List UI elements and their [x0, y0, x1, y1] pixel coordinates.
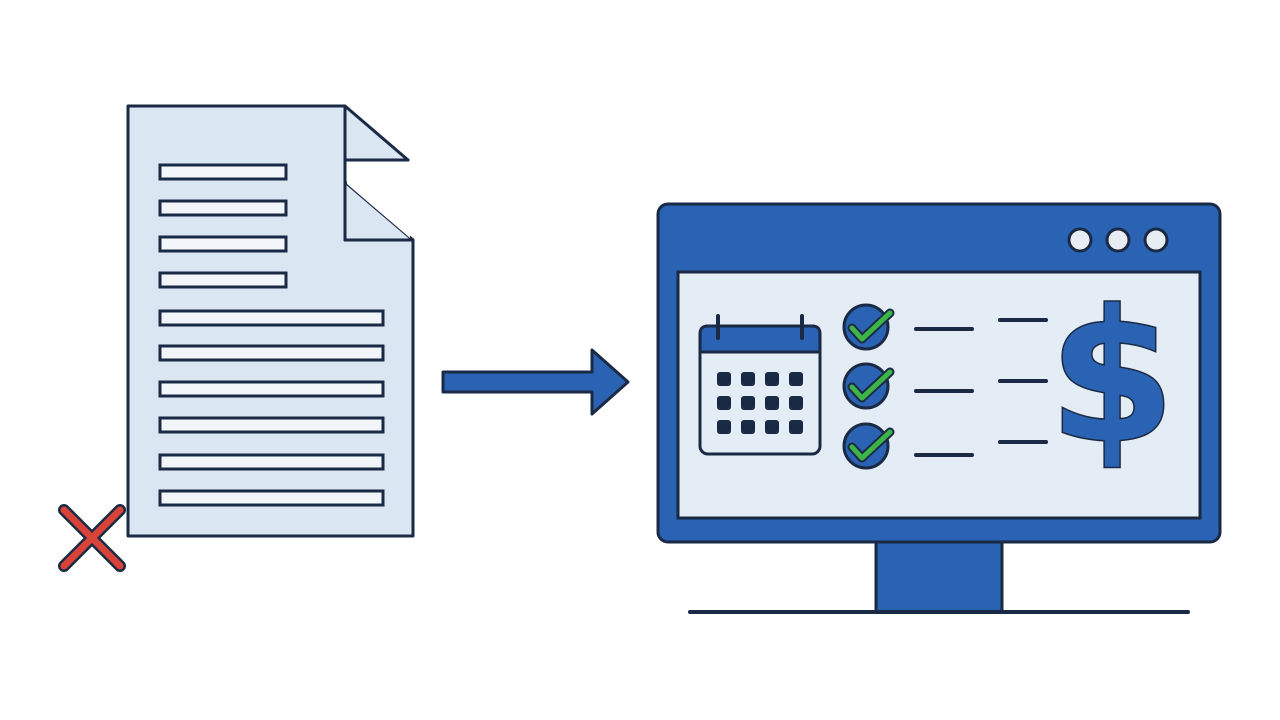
window-button[interactable]: [1067, 227, 1093, 253]
checkmark-icon: [842, 362, 895, 410]
dollar-icon: $: [1047, 270, 1177, 485]
calendar-day-cell: [789, 420, 803, 434]
document-tear-gap: [347, 162, 410, 238]
paper-document-icon: [126, 104, 415, 538]
calendar-day-cell: [765, 396, 779, 410]
checkmark-icon: [842, 422, 895, 470]
checkmark-tick: [849, 429, 893, 461]
document-text-line: [158, 199, 288, 217]
document-text-line: [158, 235, 288, 253]
window-button[interactable]: [1105, 227, 1131, 253]
monitor-stand: [874, 538, 1004, 614]
calendar-day-cell: [741, 372, 755, 386]
document-text-line: [158, 309, 385, 327]
document-text-lines: [158, 163, 385, 507]
document-text-line: [158, 489, 385, 507]
checkmark-tick: [849, 310, 893, 342]
calendar-day-cell: [717, 372, 731, 386]
document-text-line: [158, 163, 288, 181]
document-text-line: [158, 380, 385, 398]
document-fold-top: [343, 104, 410, 162]
document-text-line: [158, 271, 288, 289]
document-text-line: [158, 453, 385, 471]
calendar-day-grid: [717, 372, 803, 434]
checkmark-tick: [849, 369, 893, 401]
calendar-day-cell: [765, 420, 779, 434]
checkmark-circle: [842, 303, 890, 351]
calendar-icon: [698, 314, 822, 456]
document-text-line: [158, 344, 385, 362]
calendar-day-cell: [717, 420, 731, 434]
window-button[interactable]: [1143, 227, 1169, 253]
checkmark-circle: [842, 422, 890, 470]
arrow-right-icon: [441, 348, 630, 416]
checkmark-icon: [842, 303, 895, 351]
window-buttons: [1067, 227, 1169, 253]
checklist: [842, 303, 895, 470]
calendar-day-cell: [789, 396, 803, 410]
computer-monitor-icon: $: [656, 202, 1222, 614]
calendar-day-cell: [741, 396, 755, 410]
checklist-lines: [914, 318, 1048, 457]
dollar-symbol: $: [1049, 271, 1176, 483]
calendar-day-cell: [765, 372, 779, 386]
calendar-day-cell: [741, 420, 755, 434]
document-text-line: [158, 416, 385, 434]
calendar-day-cell: [717, 396, 731, 410]
red-x-icon: [58, 504, 126, 572]
checkmark-circle: [842, 362, 890, 410]
calendar-day-cell: [789, 372, 803, 386]
